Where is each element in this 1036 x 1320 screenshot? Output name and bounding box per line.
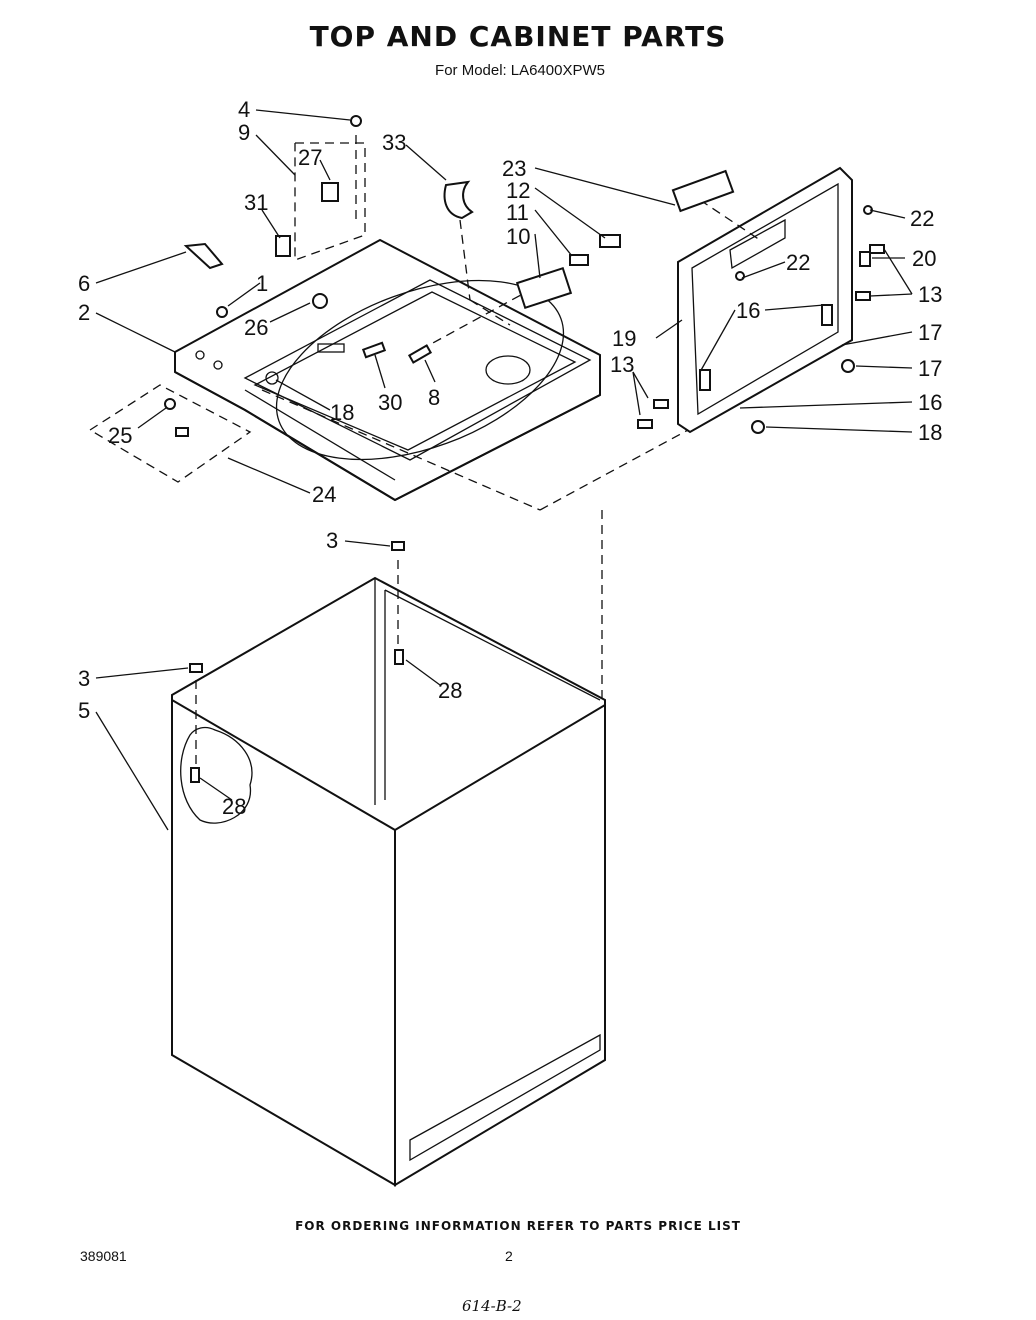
callout-13: 13	[918, 282, 942, 307]
connector-lines	[89, 135, 761, 765]
callout-14: 16	[736, 298, 760, 323]
callout-19: 19	[612, 326, 636, 351]
callout-13-left: 13	[610, 352, 634, 377]
callout-2: 2	[78, 300, 90, 325]
callout-6: 6	[78, 271, 90, 296]
callout-3: 3	[78, 666, 90, 691]
callout-11: 11	[506, 200, 529, 225]
page-title: TOP AND CABINET PARTS	[309, 20, 727, 53]
callout-22-inner: 22	[786, 250, 810, 275]
model-number: LA6400XPW5	[510, 62, 605, 79]
callout-5: 5	[78, 698, 90, 723]
callout-12: 12	[506, 178, 530, 203]
callout-15: 16	[918, 390, 942, 415]
washer-cabinet	[171, 576, 606, 1187]
callout-16: 17	[918, 320, 942, 345]
callout-18: 18	[330, 400, 354, 425]
callout-20: 20	[912, 246, 936, 271]
model-subtitle: For Model:LA6400XPW5	[0, 62, 1036, 79]
callout-27: 27	[298, 145, 322, 170]
leader-lines	[95, 109, 913, 831]
callout-4: 4	[238, 97, 250, 122]
document-number: 389081	[80, 1248, 127, 1264]
callout-30: 30	[378, 390, 402, 415]
washer-lid	[677, 166, 853, 434]
callout-25: 25	[108, 423, 132, 448]
small-parts	[164, 115, 885, 783]
callout-33: 33	[382, 130, 406, 155]
callout-9: 9	[238, 120, 250, 145]
callout-28-upper: 28	[438, 678, 462, 703]
callout-1: 1	[256, 271, 268, 296]
callout-23: 23	[502, 156, 526, 181]
callout-22: 22	[910, 206, 934, 231]
washer-top	[174, 238, 601, 502]
callout-17-lower: 18	[918, 420, 942, 445]
callout-10: 10	[506, 224, 530, 249]
callout-24: 24	[312, 482, 336, 507]
handwritten-code: 614-B-2	[462, 1297, 522, 1315]
callout-numbers: 4 9 27 33 31 23 12 11 10 6 1 2 26 30 8 1…	[78, 97, 942, 819]
page-number: 2	[505, 1248, 513, 1264]
model-prefix: For Model:	[435, 62, 507, 79]
ordering-note: FOR ORDERING INFORMATION REFER TO PARTS …	[295, 1219, 741, 1233]
callout-8: 8	[428, 385, 440, 410]
callout-28: 28	[222, 794, 246, 819]
callout-17: 17	[918, 356, 942, 381]
callout-3-upper: 3	[326, 528, 338, 553]
callout-31: 31	[244, 190, 268, 215]
callout-26: 26	[244, 315, 268, 340]
